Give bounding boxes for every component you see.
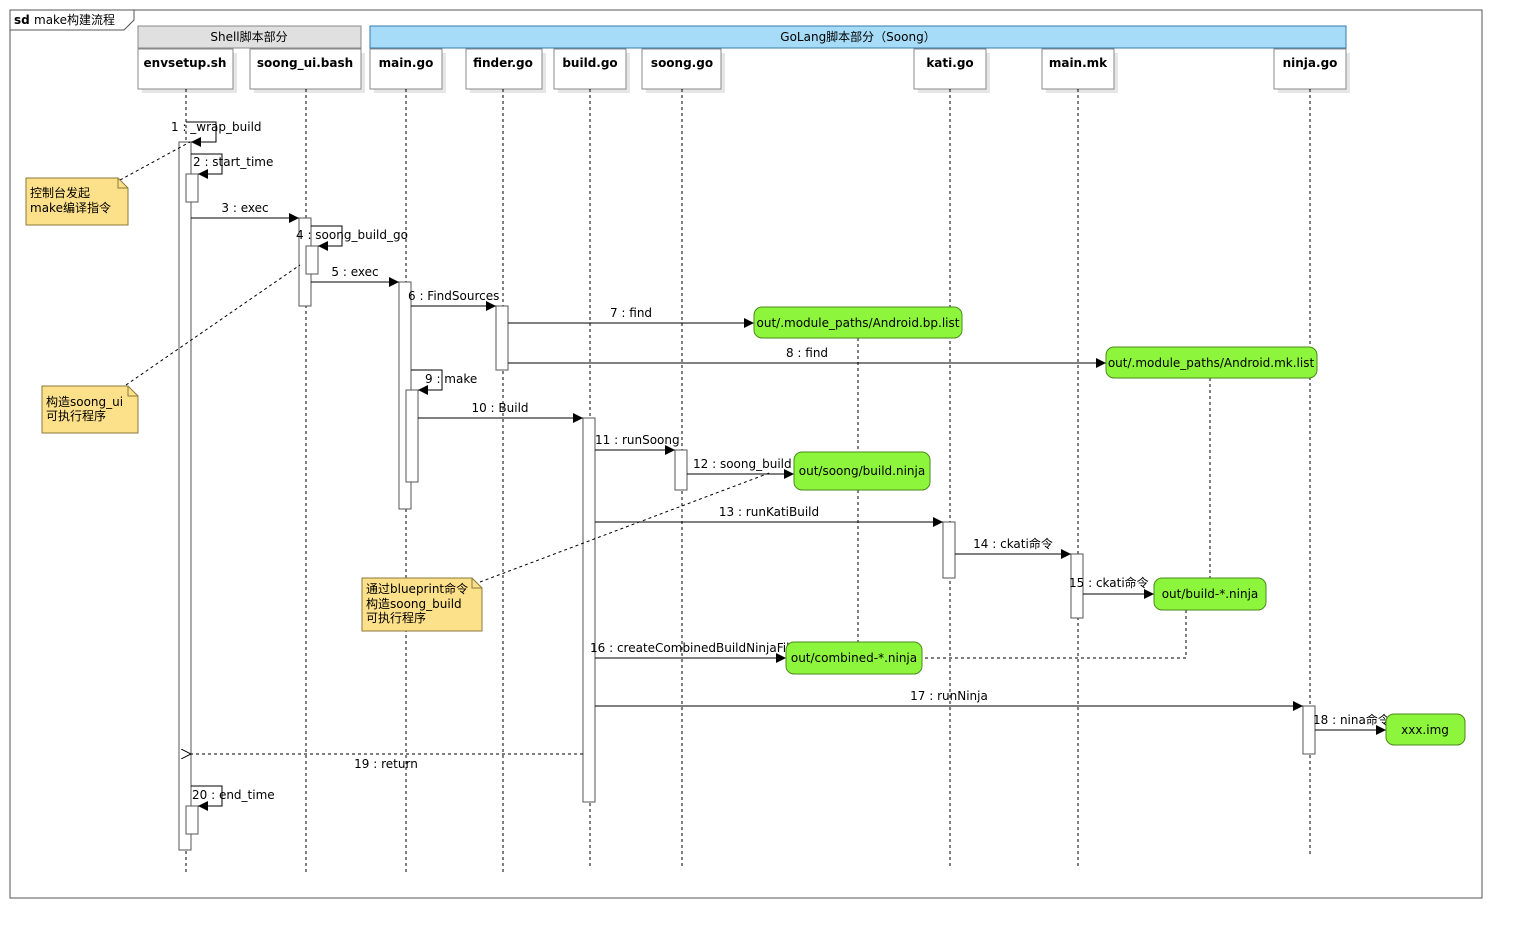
- note-line: 控制台发起: [30, 185, 90, 200]
- note-line: 可执行程序: [46, 408, 106, 423]
- participant-kati-go: kati.go: [913, 48, 990, 93]
- participant-label: main.go: [379, 56, 434, 70]
- output-mk-list: out/.module_paths/Android.mk.list: [1105, 346, 1318, 379]
- self-loop-2: [191, 153, 223, 179]
- message-label-13: 13 : runKatiBuild: [719, 505, 819, 519]
- activations: [178, 141, 1316, 851]
- output-label: out/soong/build.ninja: [799, 464, 925, 478]
- self-loops: [186, 121, 443, 811]
- message-label-12: 12 : soong_build: [693, 457, 792, 471]
- messages: [191, 213, 1386, 754]
- message-label-6: 6 : FindSources: [408, 289, 499, 303]
- note-connector-blueprint: [479, 471, 773, 583]
- activation-main-go-make: [405, 389, 419, 483]
- output-label: out/.module_paths/Android.mk.list: [1108, 356, 1315, 370]
- participant-label: soong.go: [651, 56, 713, 70]
- note-connector-console: [119, 141, 191, 181]
- message-label-7: 7 : find: [610, 306, 652, 320]
- group-shell: [137, 25, 362, 49]
- frame-keyword: sd: [14, 13, 30, 27]
- participant-label: build.go: [562, 56, 617, 70]
- note-line: make编译指令: [30, 200, 111, 215]
- output-build-ninja: out/soong/build.ninja: [793, 451, 931, 491]
- activation-build-go: [582, 417, 596, 803]
- activation-envsetup-start-time: [185, 173, 199, 203]
- note-line: 构造soong_build: [366, 596, 462, 611]
- group-golang: [369, 25, 1347, 49]
- activation-finder-go: [495, 305, 509, 371]
- message-labels: 1 : _wrap_build 2 : start_time 3 : exec …: [171, 120, 1390, 802]
- output-label: out/combined-*.ninja: [791, 651, 917, 665]
- output-label: out/build-*.ninja: [1162, 587, 1259, 601]
- output-label: xxx.img: [1401, 723, 1449, 737]
- note-line: 构造soong_ui: [46, 394, 123, 409]
- note-soong-ui: 构造soong_ui 可执行程序: [41, 385, 139, 434]
- participant-label: main.mk: [1049, 56, 1108, 70]
- message-label-4: 4 : soong_build_go: [296, 228, 408, 242]
- activation-kati-go: [942, 521, 956, 579]
- output-bp-list: out/.module_paths/Android.bp.list: [753, 306, 963, 339]
- message-label-1: 1 : _wrap_build: [171, 120, 262, 134]
- message-label-20: 20 : end_time: [192, 788, 275, 802]
- activation-soong-go: [674, 449, 688, 491]
- participant-envsetup: envsetup.sh: [137, 48, 237, 93]
- frame-border: [9, 9, 1483, 899]
- output-combined-ninja: out/combined-*.ninja: [785, 641, 923, 675]
- message-label-8: 8 : find: [786, 346, 828, 360]
- message-label-16: 16 : createCombinedBuildNinjaFile: [590, 641, 797, 655]
- output-build-star-ninja: out/build-*.ninja: [1153, 577, 1267, 611]
- self-loop-1: [186, 121, 217, 147]
- output-img: xxx.img: [1385, 713, 1466, 746]
- message-label-9: 9 : make: [425, 372, 477, 386]
- connectors: [119, 141, 1211, 659]
- output-label: out/.module_paths/Android.bp.list: [757, 316, 960, 330]
- group-golang-label: GoLang脚本部分（Soong）: [780, 29, 935, 44]
- activation-envsetup-end-time: [185, 805, 199, 835]
- trace-build-star-ninja: [922, 610, 1187, 659]
- message-label-18: 18 : nina命令: [1313, 712, 1390, 727]
- participant-label: envsetup.sh: [144, 56, 227, 70]
- group-shell-label: Shell脚本部分: [210, 29, 287, 44]
- message-label-2: 2 : start_time: [193, 155, 273, 169]
- activation-soong-ui-build-go: [305, 245, 319, 275]
- participant-label: soong_ui.bash: [257, 56, 353, 71]
- message-label-19: 19 : return: [354, 757, 418, 771]
- self-loop-20: [191, 785, 223, 811]
- participant-build-go: build.go: [553, 48, 630, 93]
- message-label-3: 3 : exec: [221, 201, 268, 215]
- activation-main-mk: [1070, 553, 1084, 619]
- participant-ninja-go: ninja.go: [1273, 48, 1350, 93]
- self-loop-9: [411, 369, 443, 395]
- participant-label: finder.go: [473, 56, 533, 70]
- participant-soong-ui: soong_ui.bash: [249, 48, 365, 93]
- message-label-14: 14 : ckati命令: [973, 536, 1053, 551]
- participant-label: ninja.go: [1283, 56, 1338, 70]
- frame-tab: [9, 9, 135, 31]
- message-label-11: 11 : runSoong: [595, 433, 680, 447]
- self-loop-4: [311, 225, 343, 251]
- frame-title: make构建流程: [34, 12, 115, 27]
- message-label-15: 15 : ckati命令: [1069, 575, 1149, 590]
- participant-soong-go: soong.go: [641, 48, 725, 93]
- participant-main-mk: main.mk: [1041, 48, 1118, 93]
- note-connector-soong-ui: [125, 264, 301, 386]
- note-line: 通过blueprint命令: [366, 581, 468, 596]
- note-console: 控制台发起 make编译指令: [25, 177, 129, 226]
- participant-finder-go: finder.go: [465, 48, 546, 93]
- message-label-5: 5 : exec: [331, 265, 378, 279]
- note-line: 可执行程序: [366, 610, 426, 625]
- message-label-17: 17 : runNinja: [910, 689, 988, 703]
- participant-main-go: main.go: [369, 48, 446, 93]
- participant-label: kati.go: [926, 56, 973, 70]
- note-blueprint: 通过blueprint命令 构造soong_build 可执行程序: [361, 577, 483, 632]
- activation-envsetup: [178, 141, 192, 851]
- message-label-10: 10 : Build: [471, 401, 528, 415]
